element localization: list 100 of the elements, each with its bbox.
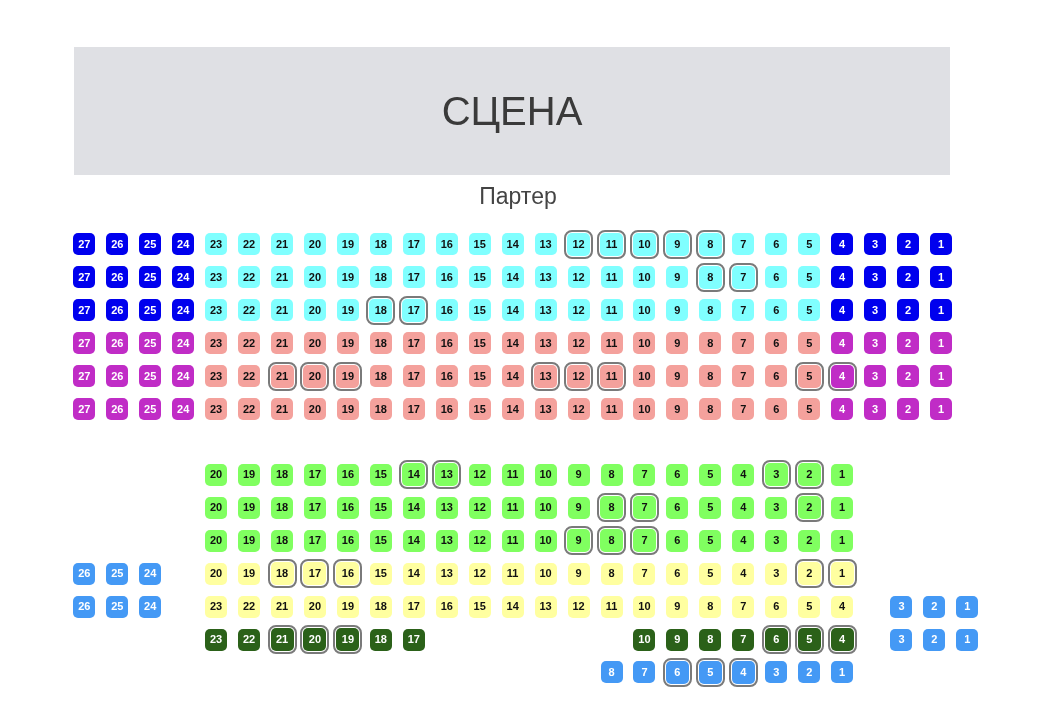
seat: 25 <box>139 365 162 387</box>
seat: 16 <box>336 496 359 519</box>
seat: 18 <box>369 233 392 255</box>
seat: 7 <box>732 628 755 651</box>
seat: 25 <box>106 595 129 618</box>
seat: 26 <box>73 595 96 618</box>
seat: 21 <box>271 398 293 420</box>
seat: 4 <box>831 332 854 354</box>
seat: 13 <box>534 299 557 321</box>
seat: 12 <box>567 332 590 354</box>
seat: 11 <box>501 463 524 486</box>
seat: 15 <box>369 496 392 519</box>
seat: 18 <box>271 496 293 519</box>
seat: 23 <box>205 628 228 651</box>
seat: 27 <box>73 299 96 321</box>
seat: 23 <box>205 595 228 618</box>
seat: 10 <box>633 365 656 387</box>
seat: 8 <box>600 463 623 486</box>
seat: 17 <box>402 332 425 354</box>
selected-seat: 7 <box>728 262 758 292</box>
seat: 2 <box>798 661 821 683</box>
seat: 13 <box>534 332 557 354</box>
seat: 25 <box>139 233 162 255</box>
seat: 16 <box>435 595 458 618</box>
seat: 19 <box>336 332 359 354</box>
seat: 3 <box>765 496 788 519</box>
seat: 23 <box>205 233 228 255</box>
seat: 11 <box>600 398 623 420</box>
seat: 3 <box>864 398 887 420</box>
seat: 7 <box>633 562 656 585</box>
seat: 5 <box>798 299 821 321</box>
seat: 5 <box>798 266 821 288</box>
seat: 8 <box>699 299 722 321</box>
selected-seat: 13 <box>432 460 462 489</box>
selected-seat: 4 <box>827 625 857 654</box>
seat: 16 <box>435 299 458 321</box>
seat: 18 <box>369 266 392 288</box>
seat: 16 <box>435 398 458 420</box>
seat: 1 <box>831 496 854 519</box>
seat: 21 <box>271 266 293 288</box>
selected-seat: 6 <box>662 657 692 687</box>
seat: 4 <box>732 529 755 552</box>
seat: 12 <box>567 595 590 618</box>
seat: 6 <box>666 562 689 585</box>
seat: 16 <box>336 463 359 486</box>
seat: 21 <box>271 332 293 354</box>
seat: 22 <box>238 332 261 354</box>
seat: 19 <box>336 233 359 255</box>
seat: 22 <box>238 233 261 255</box>
selected-seat: 20 <box>300 361 330 391</box>
seat: 13 <box>534 595 557 618</box>
seat: 5 <box>798 595 821 618</box>
selected-seat: 19 <box>333 625 363 654</box>
seat: 25 <box>139 266 162 288</box>
seat: 17 <box>402 365 425 387</box>
selected-seat: 5 <box>794 361 824 391</box>
seat: 9 <box>666 332 689 354</box>
seat: 4 <box>831 299 854 321</box>
seat: 20 <box>303 233 326 255</box>
seat: 17 <box>402 595 425 618</box>
seat: 6 <box>765 398 788 420</box>
seat: 1 <box>930 365 952 387</box>
seat: 10 <box>633 628 656 651</box>
selected-seat: 2 <box>794 493 824 522</box>
seat: 10 <box>534 562 557 585</box>
seat: 8 <box>600 661 623 683</box>
seat: 6 <box>765 233 788 255</box>
seat: 17 <box>303 529 326 552</box>
seat: 20 <box>303 595 326 618</box>
seat: 26 <box>73 562 96 585</box>
seat: 4 <box>831 398 854 420</box>
seat: 5 <box>798 332 821 354</box>
seat: 9 <box>666 595 689 618</box>
selected-seat: 5 <box>794 625 824 654</box>
seat: 5 <box>699 562 722 585</box>
seat: 10 <box>633 266 656 288</box>
seat: 6 <box>765 299 788 321</box>
seat: 15 <box>468 299 491 321</box>
seat: 16 <box>336 529 359 552</box>
seat: 2 <box>923 595 946 618</box>
seat: 18 <box>271 463 293 486</box>
seat: 8 <box>699 365 722 387</box>
seat: 15 <box>369 562 392 585</box>
seat: 11 <box>600 332 623 354</box>
seat: 5 <box>699 463 722 486</box>
seat: 4 <box>831 266 854 288</box>
seat: 12 <box>567 299 590 321</box>
seat: 20 <box>205 463 228 486</box>
selected-seat: 11 <box>597 361 626 391</box>
seat: 1 <box>930 233 952 255</box>
seat: 18 <box>369 365 392 387</box>
seat: 6 <box>765 266 788 288</box>
seat: 4 <box>732 562 755 585</box>
seat: 6 <box>765 332 788 354</box>
seat: 27 <box>73 365 96 387</box>
seat: 10 <box>633 398 656 420</box>
seat: 11 <box>501 562 524 585</box>
seat: 2 <box>897 299 920 321</box>
seat: 19 <box>238 529 261 552</box>
seat: 4 <box>732 463 755 486</box>
